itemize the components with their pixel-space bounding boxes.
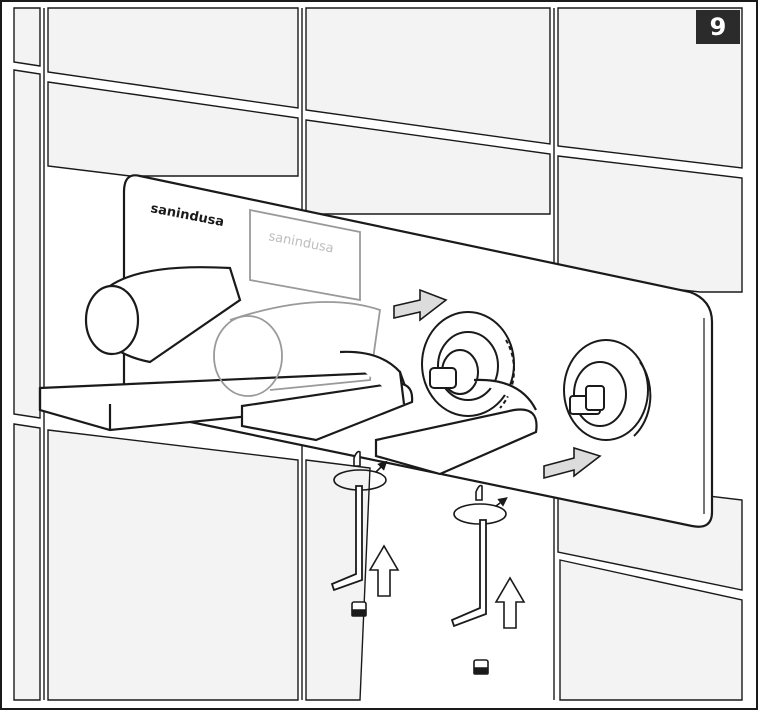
- step-number-badge: 9: [696, 10, 740, 44]
- wall-tiles: [13, 7, 743, 701]
- allen-key-right: [450, 519, 487, 628]
- left-lever: [240, 350, 414, 442]
- plug-cap-left: [351, 601, 367, 617]
- diverter-dial: [421, 311, 515, 417]
- allen-keys: [330, 485, 487, 628]
- spout-ghost: [213, 208, 381, 397]
- push-arrows: [368, 544, 526, 629]
- flow-arrow-lower: [543, 446, 602, 480]
- mixer-plate: [122, 174, 714, 528]
- drop-icon-left: [353, 450, 361, 467]
- plug-caps: [351, 601, 489, 675]
- drop-icon-right: [475, 484, 483, 501]
- flow-arrows: [393, 288, 602, 480]
- spout: [38, 266, 412, 432]
- push-arrow-left: [368, 544, 400, 597]
- plug-cap-right: [473, 659, 489, 675]
- right-lever: [374, 378, 538, 476]
- allen-key-left: [330, 485, 363, 592]
- flow-arrow-upper: [393, 288, 448, 322]
- right-valve: [563, 339, 652, 441]
- push-arrow-right: [494, 576, 526, 629]
